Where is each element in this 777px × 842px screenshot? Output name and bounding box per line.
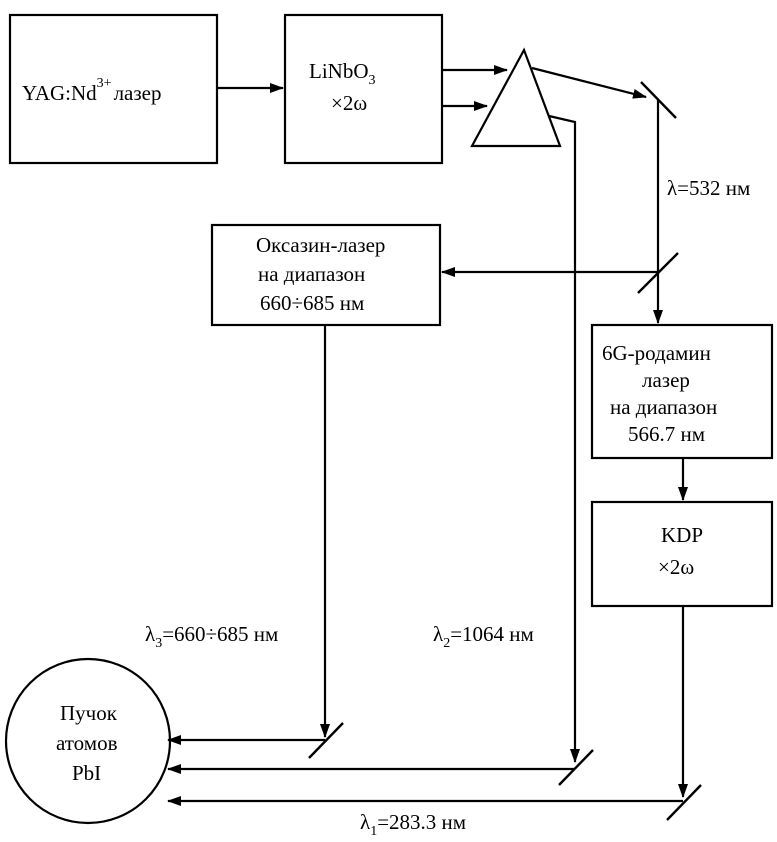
mirror-uv (666, 784, 702, 821)
beam-line3: PbI (72, 761, 101, 785)
lambda1-label: λ1=283.3 нм (360, 810, 466, 839)
lambda3-label: λ3=660÷685 нм (145, 622, 278, 651)
prism-icon (470, 47, 562, 148)
linbo3-line2: ×2ω (331, 91, 367, 115)
rhodamine-laser-box (590, 323, 774, 460)
oxazine-line2: на диапазон (258, 262, 365, 286)
yag-laser-box (8, 13, 219, 165)
oxazine-line3: 660÷685 нм (260, 291, 364, 315)
rhodamine-line1: 6G-родамин (602, 341, 711, 365)
kdp-line2: ×2ω (658, 555, 694, 579)
oxazine-line1: Оксазин-лазер (256, 233, 385, 257)
beam-line2: атомов (56, 731, 118, 755)
green-wavelength-label: λ=532 нм (667, 176, 750, 200)
linbo3-line1: LiNbO3 (309, 59, 376, 88)
mirror-ir (558, 749, 594, 786)
rhodamine-line2: лазер (642, 368, 690, 392)
mirror-oxazine (308, 722, 344, 759)
linbo3-box (283, 13, 444, 165)
kdp-box (590, 500, 774, 608)
oxazine-laser-box (210, 223, 442, 327)
kdp-line1: KDP (661, 523, 703, 547)
yag-laser-label: YAG:Nd3+лазер (22, 76, 162, 105)
green-beam-to-mirror (531, 66, 647, 99)
rhodamine-line4: 566.7 нм (628, 422, 705, 446)
ir-beam-path (548, 114, 580, 763)
lambda2-label: λ2=1064 нм (433, 622, 534, 651)
beam-line1: Пучок (60, 701, 118, 725)
rhodamine-line3: на диапазон (610, 395, 717, 419)
